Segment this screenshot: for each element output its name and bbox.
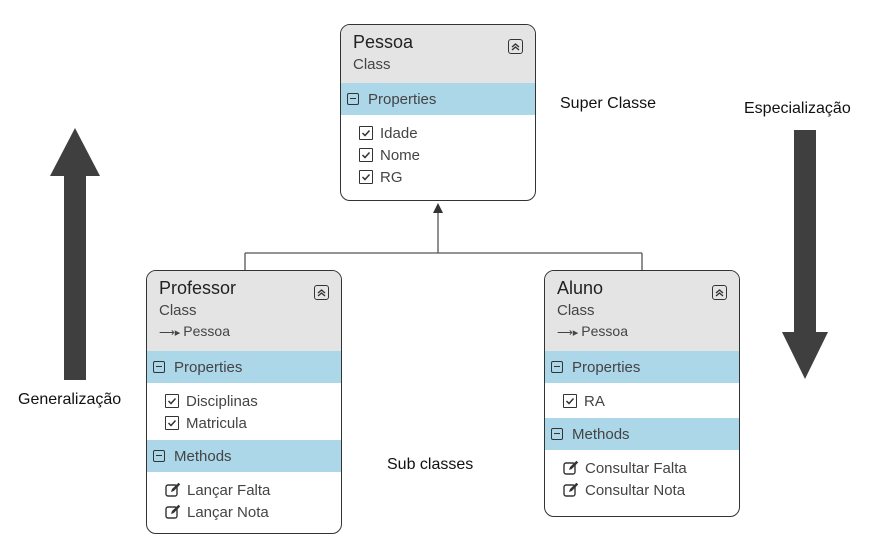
property-item[interactable]: RG [359, 166, 535, 188]
specialization-label: Especialização [744, 100, 851, 117]
property-label: RA [584, 392, 605, 410]
minus-box-icon[interactable] [551, 361, 563, 373]
edit-pencil-icon[interactable] [563, 460, 579, 476]
class-type: Class [353, 56, 391, 73]
method-label: Lançar Nota [187, 503, 269, 521]
edit-pencil-icon[interactable] [165, 504, 181, 520]
section-header-methods[interactable]: Methods [147, 440, 341, 472]
class-name: Aluno [557, 278, 604, 298]
checkbox-checked-icon[interactable] [165, 394, 179, 408]
section-header-methods[interactable]: Methods [545, 418, 739, 450]
section-header-properties[interactable]: Properties [147, 351, 341, 383]
double-chevron-up-icon[interactable] [712, 285, 727, 300]
class-header: Professor Class ⟶▸Pessoa [147, 271, 341, 351]
edit-pencil-icon[interactable] [165, 482, 181, 498]
section-title: Properties [174, 358, 243, 376]
property-item[interactable]: Idade [359, 122, 535, 144]
class-type: Class [159, 302, 197, 319]
property-label: Matricula [186, 414, 247, 432]
class-type: Class [557, 302, 595, 319]
property-item[interactable]: Matricula [165, 412, 341, 434]
method-label: Lançar Falta [187, 481, 271, 499]
property-item[interactable]: RA [563, 390, 739, 412]
class-header: Pessoa Class [341, 25, 535, 83]
class-header: Aluno Class ⟶▸Pessoa [545, 271, 739, 351]
class-name: Pessoa [353, 32, 414, 52]
double-chevron-up-icon[interactable] [314, 285, 329, 300]
property-label: Idade [380, 124, 418, 142]
inheritance-arrow-icon: ⟶▸ [159, 327, 181, 339]
property-label: Disciplinas [186, 392, 258, 410]
section-title: Properties [368, 90, 437, 108]
class-box-pessoa[interactable]: Pessoa Class Properties Idade Nome RG [340, 24, 536, 201]
property-label: Nome [380, 146, 421, 164]
sub-classes-label: Sub classes [387, 456, 474, 473]
class-parent: ⟶▸Pessoa [557, 321, 729, 343]
method-item[interactable]: Consultar Falta [563, 457, 739, 479]
class-name: Professor [159, 278, 237, 298]
generalization-label: Generalização [18, 391, 122, 408]
parent-name: Pessoa [183, 323, 230, 339]
method-label: Consultar Nota [585, 481, 686, 499]
method-item[interactable]: Lançar Nota [165, 501, 341, 523]
checkbox-checked-icon[interactable] [563, 394, 577, 408]
class-box-professor[interactable]: Professor Class ⟶▸Pessoa Properties Disc… [146, 270, 342, 534]
section-title: Methods [572, 425, 630, 443]
section-header-properties[interactable]: Properties [341, 83, 535, 115]
double-chevron-up-icon[interactable] [508, 39, 523, 54]
section-title: Properties [572, 358, 641, 376]
property-item[interactable]: Nome [359, 144, 535, 166]
generalization-arrow [50, 128, 100, 380]
section-title: Methods [174, 447, 232, 465]
section-header-properties[interactable]: Properties [545, 351, 739, 383]
edit-pencil-icon[interactable] [563, 482, 579, 498]
method-label: Consultar Falta [585, 459, 687, 477]
super-class-label: Super Classe [560, 95, 657, 112]
checkbox-checked-icon[interactable] [165, 416, 179, 430]
class-parent: ⟶▸Pessoa [159, 321, 331, 343]
property-label: RG [380, 168, 403, 186]
method-item[interactable]: Lançar Falta [165, 479, 341, 501]
method-item[interactable]: Consultar Nota [563, 479, 739, 501]
checkbox-checked-icon[interactable] [359, 170, 373, 184]
minus-box-icon[interactable] [347, 93, 359, 105]
parent-name: Pessoa [581, 323, 628, 339]
property-item[interactable]: Disciplinas [165, 390, 341, 412]
checkbox-checked-icon[interactable] [359, 148, 373, 162]
minus-box-icon[interactable] [153, 450, 165, 462]
specialization-arrow [782, 130, 828, 379]
class-box-aluno[interactable]: Aluno Class ⟶▸Pessoa Properties RA Metho… [544, 270, 740, 517]
checkbox-checked-icon[interactable] [359, 126, 373, 140]
inheritance-arrow-icon: ⟶▸ [557, 327, 579, 339]
minus-box-icon[interactable] [551, 428, 563, 440]
minus-box-icon[interactable] [153, 361, 165, 373]
